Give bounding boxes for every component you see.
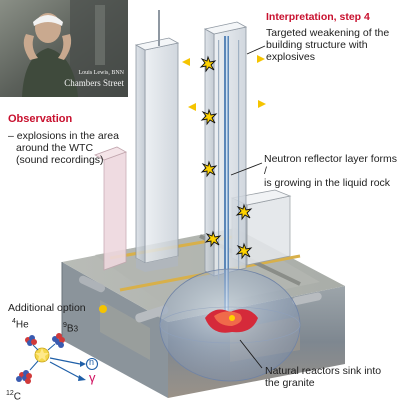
observation-line-3: (sound recordings) [16,154,104,167]
interpretation-heading: Interpretation, step 4 [266,11,370,23]
additional-option-label: Additional option [8,302,86,314]
reactors-line-2: the granite [265,377,315,390]
neutron-line-1: Neutron reflector layer forms / [264,153,398,178]
carbon-12-label: 12C [6,390,21,403]
helium-4-mass: 4 [12,318,16,325]
additional-option-dot [99,305,107,313]
observation-line-2: around the WTC [16,142,94,155]
reactor-sphere [159,268,301,382]
boron-9-label: 9B3 [63,322,78,335]
boron-9-mass: 9 [63,322,67,329]
leader-lines [230,45,266,369]
explosion-markers [199,55,253,260]
helium-4-label: 4He [12,318,29,331]
interpretation-line-1: Targeted weakening of the [266,27,390,39]
carbon-12-mass: 12 [6,390,14,397]
pink-building [94,146,127,271]
neutron-reflector-text: Neutron reflector layer forms / is growi… [264,153,400,189]
photo-caption-place: Chambers Street [64,78,124,88]
nuclear-reaction-sketch [16,333,99,384]
north-tower [134,10,180,272]
interpretation-line-2: building structure with explosives [266,39,368,64]
gamma-symbol: γ [89,370,96,385]
helium-4-symbol: He [15,319,29,331]
observation-heading: Observation [8,113,73,125]
observation-text: – explosions in the area around the WTC … [8,130,119,166]
carbon-12-symbol: C [13,391,22,403]
photo-inset [0,0,128,97]
boron-9-symbol: B [66,323,74,335]
boron-9-subscript: 3 [73,324,79,334]
neutron-line-2: is growing in the liquid rock [264,177,391,190]
photo-caption-name: Louis Lewis, BNN [78,70,125,76]
interpretation-text: Targeted weakening of the building struc… [266,27,400,63]
direction-markers [182,55,266,111]
natural-reactors-text: Natural reactors sink into the granite [265,365,381,389]
reactors-line-1: Natural reactors sink into [265,365,382,377]
neutron-symbol: n [89,357,95,367]
observation-line-1: – explosions in the area [8,130,119,142]
